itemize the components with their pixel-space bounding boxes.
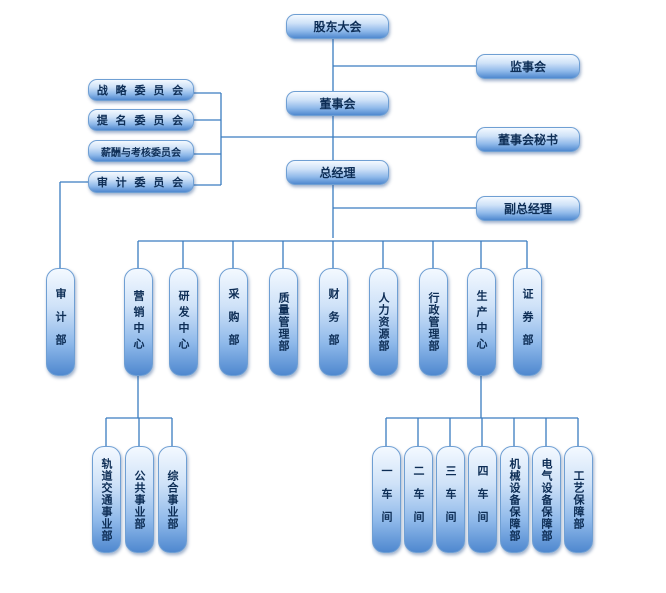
production-mechanical-support: 机械设备保障部 (500, 446, 529, 553)
board-of-directors: 董事会 (286, 91, 389, 116)
production-process-support: 工艺保障部 (564, 446, 593, 553)
supervisory-board: 监事会 (476, 54, 580, 79)
marketing-unit-general: 综合事业部 (158, 446, 187, 553)
audit-committee: 审 计 委 员 会 (88, 171, 194, 193)
dept-rnd: 研发中心 (169, 268, 198, 376)
dept-securities: 证券部 (513, 268, 542, 376)
production-workshop-4: 四车间 (468, 446, 497, 553)
deputy-general-manager: 副总经理 (476, 196, 580, 221)
nomination-committee: 提 名 委 员 会 (88, 109, 194, 131)
production-electrical-support: 电气设备保障部 (532, 446, 561, 553)
dept-finance: 财务部 (319, 268, 348, 376)
dept-quality: 质量管理部 (269, 268, 298, 376)
dept-hr: 人力资源部 (369, 268, 398, 376)
strategy-committee: 战 略 委 员 会 (88, 79, 194, 101)
dept-admin: 行政管理部 (419, 268, 448, 376)
dept-marketing: 营销中心 (124, 268, 153, 376)
production-workshop-2: 二车间 (404, 446, 433, 553)
production-workshop-1: 一车间 (372, 446, 401, 553)
dept-production: 生产中心 (467, 268, 496, 376)
dept-audit: 审计部 (46, 268, 75, 376)
general-manager: 总经理 (286, 160, 389, 185)
production-workshop-3: 三车间 (436, 446, 465, 553)
compensation-committee: 薪酬与考核委员会 (88, 140, 194, 162)
marketing-unit-rail: 轨道交通事业部 (92, 446, 121, 553)
board-secretary: 董事会秘书 (476, 127, 580, 152)
dept-purchase: 采购部 (219, 268, 248, 376)
marketing-unit-public: 公共事业部 (125, 446, 154, 553)
shareholders-meeting: 股东大会 (286, 14, 389, 39)
